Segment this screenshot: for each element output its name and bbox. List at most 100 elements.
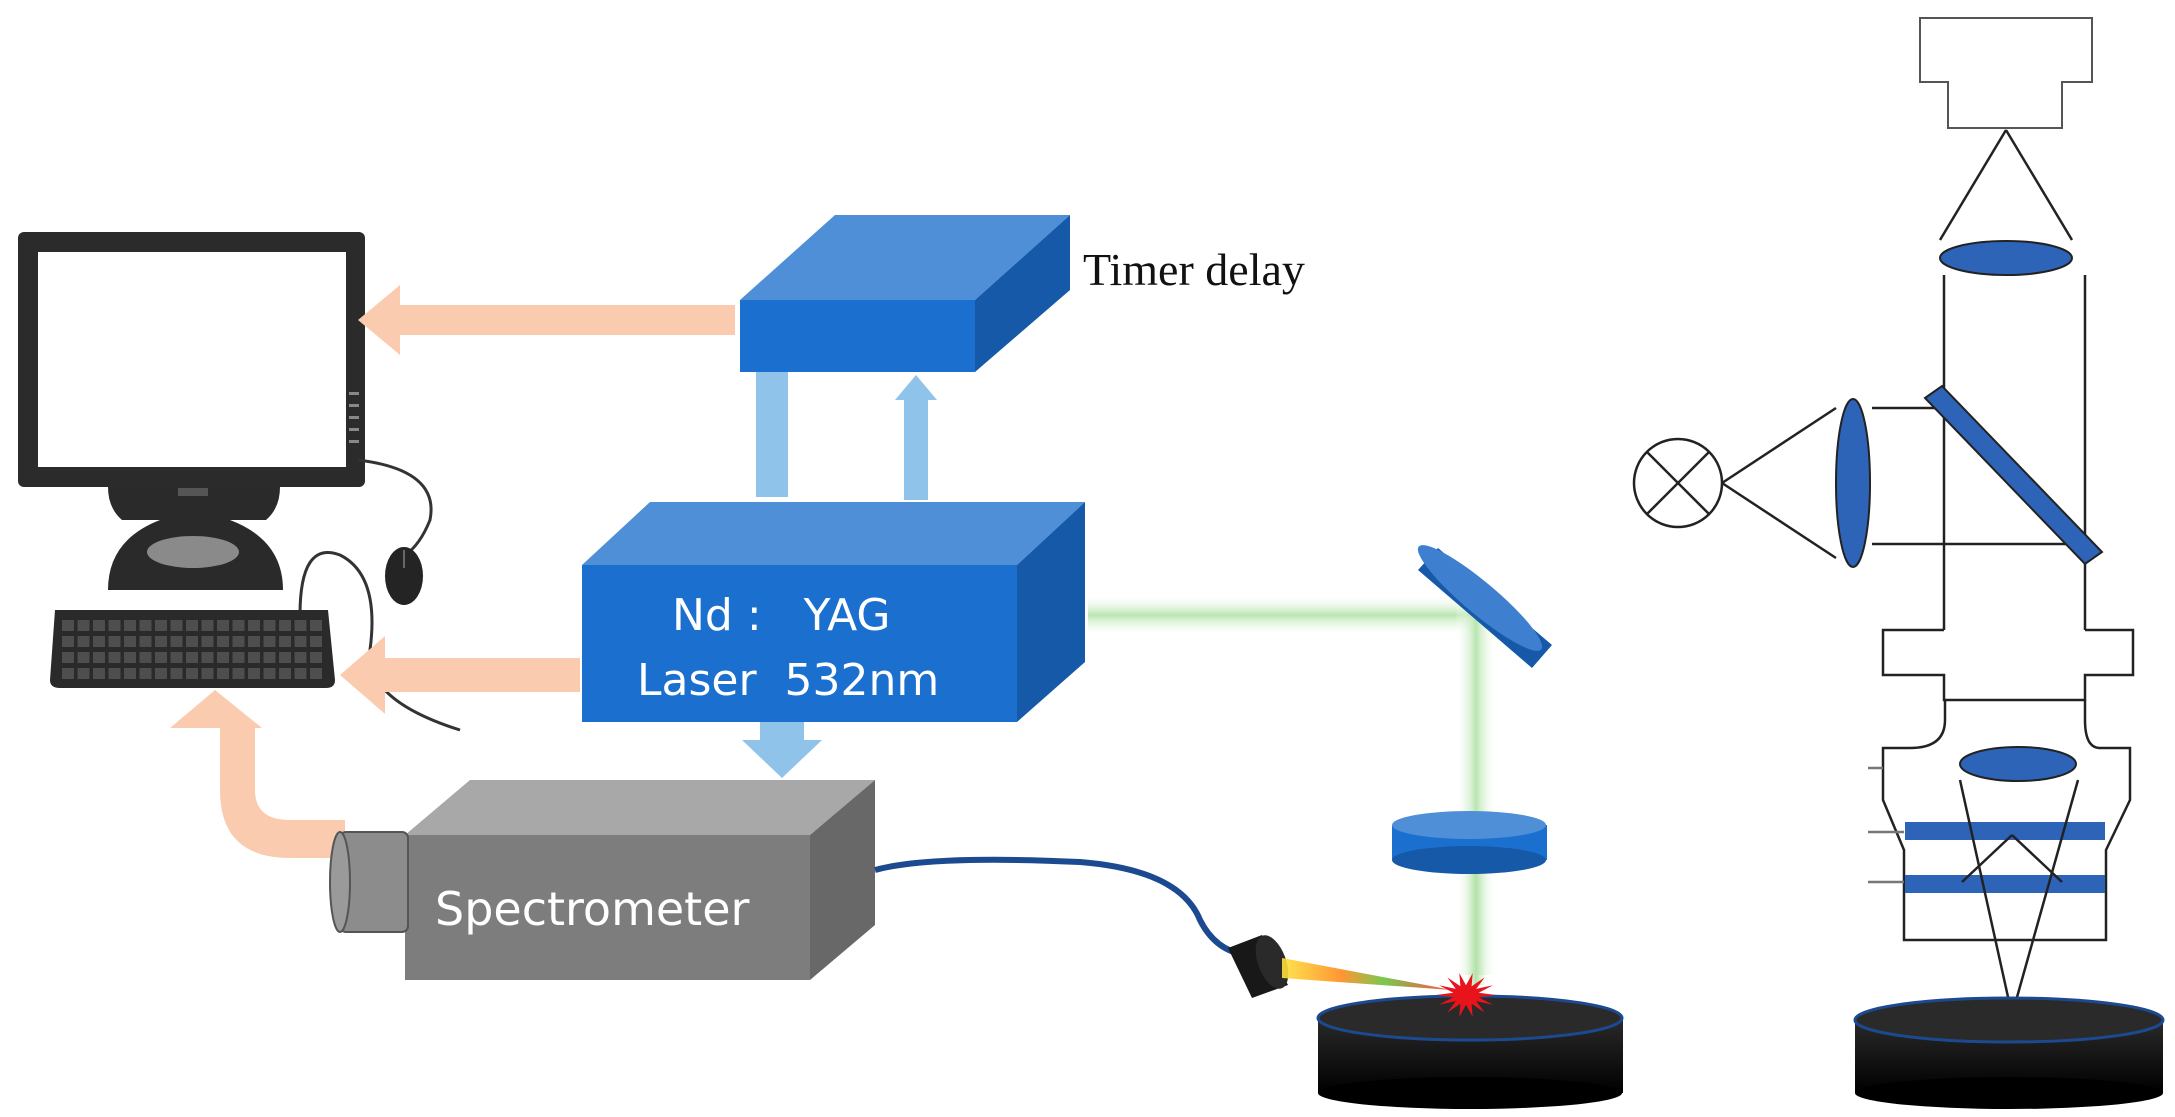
keyboard-key <box>124 620 136 631</box>
keyboard-key <box>170 636 183 647</box>
tube-lens <box>1939 240 2073 276</box>
keyboard-key <box>294 652 307 663</box>
keyboard-key <box>248 620 260 631</box>
keyboard-key <box>248 636 260 647</box>
laser-spark-icon <box>1436 973 1496 1017</box>
keyboard-key <box>232 668 245 679</box>
keyboard-key <box>201 652 214 663</box>
laser-label-line1: Nd : YAG <box>672 590 891 641</box>
keyboard-key <box>263 636 276 647</box>
keyboard-key <box>93 652 105 663</box>
computer-monitor-icon <box>18 232 365 590</box>
keyboard-key <box>155 636 167 647</box>
keyboard-key <box>155 652 167 663</box>
keyboard-key <box>124 636 136 647</box>
mirror-optic <box>1417 545 1552 668</box>
keyboard-key <box>62 636 74 647</box>
keyboard-key <box>170 652 183 663</box>
keyboard-key <box>294 620 307 631</box>
keyboard-key <box>124 668 136 679</box>
keyboard-key <box>108 636 121 647</box>
keyboard-key <box>310 668 322 679</box>
collector-lens <box>1835 398 1871 568</box>
laser-beam <box>1088 595 1496 985</box>
keyboard-key <box>108 620 121 631</box>
keyboard-key <box>139 652 152 663</box>
keyboard-key <box>279 620 291 631</box>
keyboard-key <box>232 636 245 647</box>
keyboard-key <box>201 668 214 679</box>
keyboard-key <box>294 668 307 679</box>
keyboard-key <box>186 620 198 631</box>
keyboard-key <box>77 620 90 631</box>
keyboard-key <box>93 620 105 631</box>
plasma-emission <box>1282 958 1452 990</box>
keyboard-key <box>108 668 121 679</box>
keyboard-key <box>201 620 214 631</box>
keyboard-key <box>248 652 260 663</box>
laser-label-line2: Laser 532nm <box>637 655 939 706</box>
keyboard-key <box>139 668 152 679</box>
mouse-cable <box>357 458 433 557</box>
timer-delay-label: Timer delay <box>1083 244 1305 295</box>
keyboard-key <box>77 652 90 663</box>
timer-to-computer-arrow <box>358 285 735 355</box>
imaging-light-cone <box>1938 129 2074 241</box>
keyboard-key <box>108 652 121 663</box>
keyboard-key <box>155 620 167 631</box>
keyboard-key <box>77 636 90 647</box>
keyboard-key <box>279 652 291 663</box>
timer-to-laser-trigger-arrow <box>756 372 788 497</box>
keyboard-key <box>186 636 198 647</box>
keyboard-key <box>139 636 152 647</box>
keyboard-key <box>139 620 152 631</box>
keyboard-key <box>263 620 276 631</box>
keyboard-key <box>201 636 214 647</box>
keyboard-key <box>62 620 74 631</box>
beam-splitter <box>1923 384 2104 566</box>
keyboard-key <box>62 668 74 679</box>
microscope-body-outline <box>1868 275 2135 942</box>
keyboard-key <box>93 636 105 647</box>
keyboard-key <box>248 668 260 679</box>
keyboard-key <box>294 636 307 647</box>
objective-plates <box>1905 822 2105 893</box>
keyboard-key <box>279 668 291 679</box>
keyboard-key <box>93 668 105 679</box>
sample-stage <box>1316 994 1624 1109</box>
camera-icon <box>1919 17 2093 129</box>
keyboard-key <box>124 652 136 663</box>
keyboard-key <box>279 636 291 647</box>
laser-to-computer-arrow <box>340 636 580 714</box>
focusing-lens <box>1392 811 1547 874</box>
fiber-collector-icon <box>1228 935 1289 998</box>
keyboard-key <box>263 652 276 663</box>
keyboard-key <box>170 620 183 631</box>
spectrometer-to-computer-arrow <box>170 690 345 858</box>
keyboard-icon <box>50 610 335 688</box>
timer-delay-box <box>740 215 1070 372</box>
keyboard-key <box>186 668 198 679</box>
lamp-source-icon <box>1632 406 1837 560</box>
spectrometer-label: Spectrometer <box>435 882 750 936</box>
keyboard-cable <box>298 551 461 732</box>
keyboard-key <box>232 652 245 663</box>
keyboard-key <box>310 636 322 647</box>
keyboard-key <box>310 652 322 663</box>
keyboard-key <box>217 652 229 663</box>
keyboard-key <box>310 620 322 631</box>
keyboard-key <box>232 620 245 631</box>
optical-fiber <box>874 856 1246 958</box>
objective-lens <box>1959 746 2077 782</box>
laser-to-spectrometer-trigger-arrow <box>742 722 822 778</box>
keyboard-key <box>62 652 74 663</box>
keyboard-key <box>170 668 183 679</box>
mouse-icon <box>385 547 423 605</box>
microscope-sample-stage <box>1853 996 2165 1109</box>
spectrometer-box <box>329 780 875 980</box>
keyboard-key <box>217 668 229 679</box>
laser-to-timer-trigger-arrow <box>895 375 937 500</box>
keyboard-key <box>217 636 229 647</box>
nd-yag-laser-box <box>582 502 1085 722</box>
